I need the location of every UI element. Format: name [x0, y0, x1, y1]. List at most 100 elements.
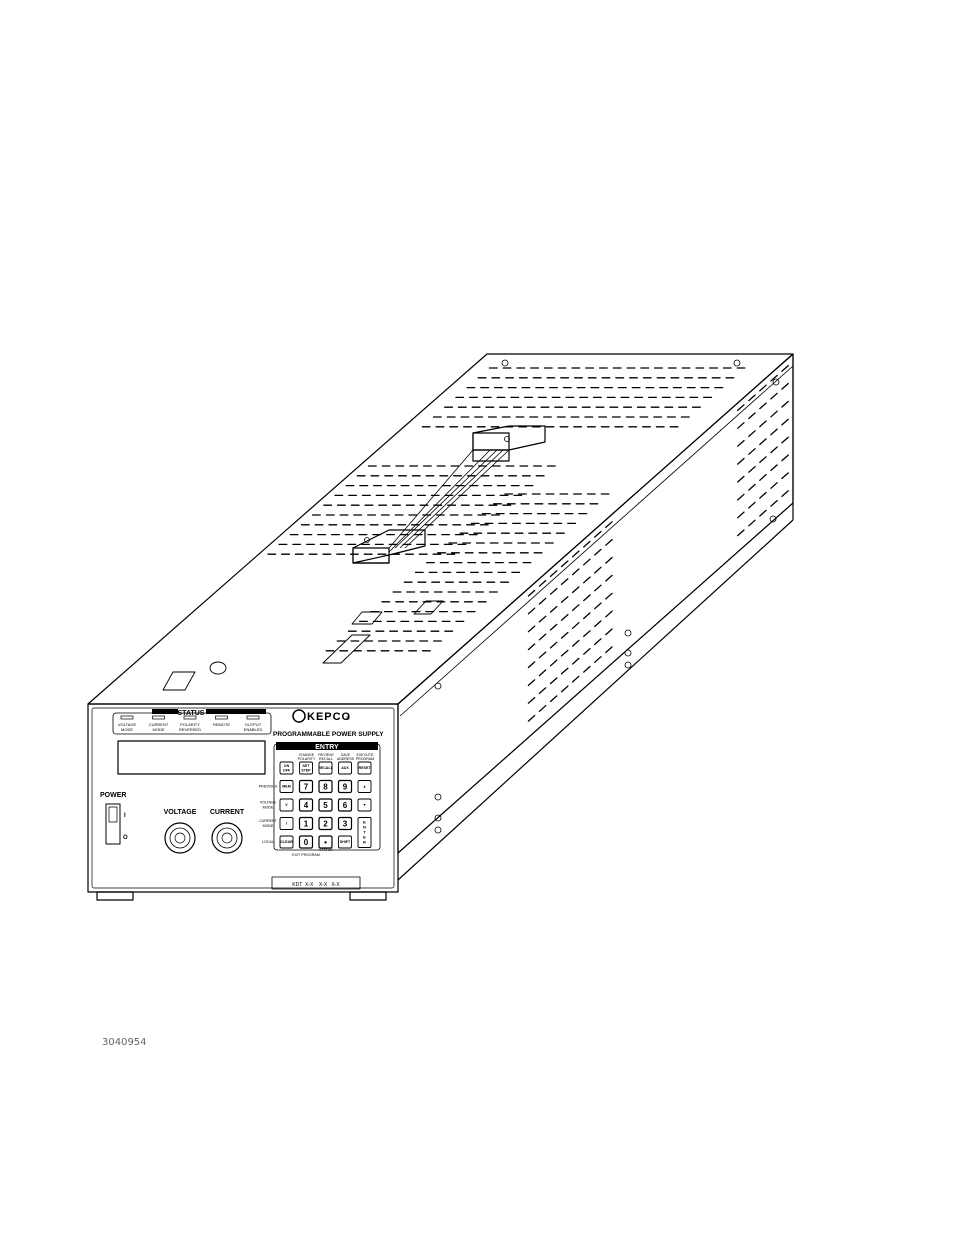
vent-slot: [748, 430, 756, 438]
vent-slot: [594, 638, 602, 646]
keypad-key-label: 6: [343, 801, 348, 810]
vent-slot: [737, 475, 745, 483]
vent-slot: [737, 422, 745, 429]
vent-slot: [594, 584, 602, 592]
vent-slot: [594, 566, 602, 574]
keypad-key-label: ON: [284, 764, 290, 768]
keypad-key: [357, 780, 372, 793]
keypad-key-label: ▲: [363, 785, 367, 789]
keypad-key-label: OFF: [283, 769, 291, 773]
keypad-key: [337, 779, 353, 794]
vent-slot: [571, 586, 580, 594]
vent-slot: [759, 456, 767, 464]
vent-slot: [605, 646, 613, 654]
vent-slot: [549, 659, 558, 667]
keypad-key-label: CLEAR: [280, 840, 293, 844]
keypad-key-label: 4: [304, 801, 309, 810]
keypad-key-label: RECALL: [318, 766, 333, 770]
entry-title: ENTRY: [315, 744, 339, 751]
keypad-key-label: RESET: [359, 766, 372, 770]
vent-slot: [781, 454, 789, 462]
vent-slot: [560, 649, 569, 657]
model-label: KDT X-X X-X X-X: [292, 882, 340, 888]
keypad-key: [299, 761, 313, 775]
vent-slot: [527, 589, 536, 597]
power-switch: [105, 803, 121, 845]
entry-header-label: ADDRESS: [337, 757, 355, 761]
vent-slot: [594, 548, 602, 556]
entry-header-label: REVIEW/: [318, 753, 333, 757]
vent-slot: [571, 639, 580, 647]
status-led: [183, 715, 197, 720]
vent-slot: [538, 633, 547, 641]
vent-slot: [527, 607, 536, 615]
status-led: [246, 715, 260, 720]
vent-slot: [583, 630, 591, 638]
keypad-row-label: VOLTAGE: [260, 801, 277, 805]
vent-slot: [571, 550, 580, 558]
keypad-key: [337, 798, 353, 812]
kepco-brand: KEPCO: [307, 711, 351, 723]
vent-slot: [770, 392, 778, 400]
vent-slot: [759, 473, 767, 481]
keypad-key-label: 2: [323, 820, 328, 829]
vent-slot: [737, 439, 745, 447]
vent-slot: [527, 643, 536, 651]
keypad-key-label: •: [324, 838, 327, 847]
vent-slot: [770, 499, 778, 507]
vent-slot: [737, 457, 745, 465]
vent-slot: [605, 610, 613, 618]
keypad-key: [298, 816, 314, 831]
keypad-key: [318, 816, 333, 831]
vent-slot: [583, 540, 591, 548]
entry-header-label: PROGRAM: [356, 757, 375, 761]
cabinet-side-panel: [397, 353, 794, 854]
vent-slot: [527, 714, 536, 722]
vent-slot: [571, 568, 580, 576]
vent-slot: [781, 382, 789, 390]
keypad-key: [357, 798, 372, 812]
status-led-label: MODE: [121, 727, 133, 732]
current-label: CURRENT: [210, 809, 245, 816]
keypad-key: [279, 798, 294, 812]
keypad-key: [279, 817, 294, 830]
vent-slot: [781, 490, 789, 498]
vent-slot: [770, 410, 778, 418]
keypad-key-label: STEP: [301, 769, 311, 773]
foot-left: [96, 891, 134, 901]
vent-slot: [781, 400, 789, 408]
vent-slot: [748, 412, 756, 420]
vent-slot: [571, 657, 580, 665]
vent-slot: [759, 384, 767, 392]
vent-slot: [527, 625, 536, 633]
status-led-row: VOLTAGEMODECURRENTMODEPOLARITYREVERSEDRE…: [118, 715, 262, 732]
vent-slot: [605, 538, 613, 546]
vent-slot: [549, 570, 558, 578]
keypad-key-label: SHIFT: [340, 840, 351, 844]
vent-slot: [605, 592, 613, 600]
vent-slot: [781, 472, 789, 480]
power-off-mark: O: [123, 835, 128, 841]
cabinet-top-panel: [87, 353, 794, 705]
vent-slot: [571, 604, 580, 612]
vent-slot: [583, 612, 591, 620]
figure-id: 3040954: [102, 1037, 147, 1048]
status-led-label: MODE: [153, 727, 165, 732]
vent-slot: [538, 669, 547, 677]
vent-slot: [583, 576, 591, 584]
vent-slot: [770, 464, 778, 472]
keypad-key-label: 5: [323, 801, 328, 810]
vent-slot: [748, 501, 756, 509]
status-led-label: VOLTAGE: [118, 722, 137, 727]
power-on-mark: I: [124, 813, 126, 819]
keypad-key-label: AUX: [341, 766, 349, 770]
vent-slot: [549, 641, 558, 649]
vent-slot: [770, 374, 778, 382]
vent-slot: [527, 696, 536, 704]
entry-header-label: POLARITY: [298, 757, 316, 761]
vent-slot: [770, 446, 778, 454]
keypad-row-label: MODE: [263, 806, 274, 810]
status-led-label: POLARITY: [180, 722, 200, 727]
